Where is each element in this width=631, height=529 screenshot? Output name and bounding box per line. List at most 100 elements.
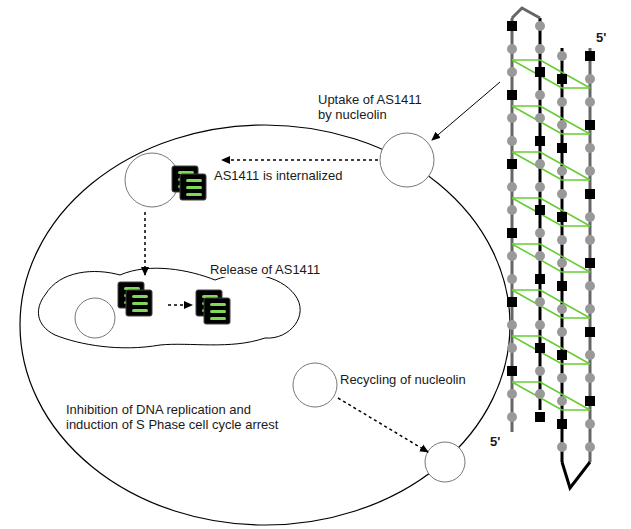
base-square (507, 90, 517, 100)
label-text: AS1411 is internalized (214, 168, 342, 183)
label-text: 5' (490, 434, 500, 449)
base-dot (557, 396, 567, 406)
nucleolus (75, 298, 115, 338)
base-dot (585, 350, 595, 360)
label-text: Inhibition of DNA replication and induct… (66, 402, 278, 432)
base-square (507, 228, 517, 238)
base-square (557, 143, 567, 153)
stroke (540, 244, 590, 272)
base-dot (507, 389, 517, 399)
stroke (562, 179, 590, 181)
base-dot (557, 166, 567, 176)
vesicle (425, 442, 465, 482)
base-dot (535, 228, 545, 238)
stroke (512, 152, 562, 180)
base-square (507, 297, 517, 307)
aptamer-block (180, 174, 206, 200)
nucleus-outline (38, 268, 300, 348)
vesicle (125, 153, 179, 207)
step-label: Recycling of nucleolin (340, 372, 490, 387)
label-text: Recycling of nucleolin (340, 372, 466, 387)
base-square (557, 212, 567, 222)
cell-outline (20, 125, 510, 525)
stroke (562, 133, 590, 135)
stroke (512, 381, 540, 383)
base-square (507, 21, 517, 31)
quartet-bar (186, 179, 202, 182)
base-dot (557, 120, 567, 130)
label-text: Release of AS1411 (210, 262, 320, 277)
stroke (512, 382, 562, 410)
base-dot (585, 281, 595, 291)
stroke (512, 197, 540, 199)
base-dot (557, 97, 567, 107)
dotted-arrow (168, 304, 192, 306)
step-label: AS1411 is internalized (214, 168, 384, 183)
dotted-arrow (338, 398, 428, 452)
base-square (557, 419, 567, 429)
stroke (562, 87, 590, 89)
base-dot (507, 251, 517, 261)
label-text: 5' (596, 30, 606, 45)
stroke (512, 106, 562, 134)
stroke (562, 271, 590, 273)
base-square (535, 343, 545, 353)
base-square (557, 350, 567, 360)
base-dot (507, 67, 517, 77)
quartet-bar (210, 317, 226, 320)
base-square (535, 136, 545, 146)
stroke (562, 225, 590, 227)
quartet-bar (210, 310, 226, 313)
base-dot (557, 235, 567, 245)
base-dot (557, 442, 567, 452)
base-dot (557, 189, 567, 199)
base-dot (557, 51, 567, 61)
g-quadruplex (507, 8, 595, 488)
aptamer-block (204, 298, 230, 324)
base-dot (585, 442, 595, 452)
base-dot (535, 366, 545, 376)
base-dot (585, 74, 595, 84)
quartet-bar (132, 302, 148, 305)
base-dot (507, 113, 517, 123)
vesicle (380, 133, 434, 187)
base-square (557, 74, 567, 84)
stroke (512, 8, 540, 18)
base-dot (585, 235, 595, 245)
base-square (585, 51, 595, 61)
stroke (540, 106, 590, 134)
base-square (507, 366, 517, 376)
stroke (562, 363, 590, 365)
stroke (540, 198, 590, 226)
base-square (557, 281, 567, 291)
stroke (540, 152, 590, 180)
base-dot (507, 320, 517, 330)
stroke (512, 105, 540, 107)
base-dot (507, 182, 517, 192)
step-label: Release of AS1411 (210, 262, 360, 277)
base-dot (585, 373, 595, 383)
strand-end-label: 5' (596, 30, 606, 45)
base-dot (535, 113, 545, 123)
base-dot (535, 320, 545, 330)
base-dot (585, 304, 595, 314)
base-square (535, 412, 545, 422)
base-dot (585, 97, 595, 107)
base-dot (557, 304, 567, 314)
base-dot (585, 166, 595, 176)
base-square (535, 67, 545, 77)
base-square (585, 327, 595, 337)
arrow (432, 82, 500, 140)
base-dot (535, 389, 545, 399)
stroke (512, 289, 540, 291)
stroke (562, 409, 590, 411)
quartet-bar (186, 186, 202, 189)
quartet-bar (186, 193, 202, 196)
base-dot (535, 21, 545, 31)
base-square (535, 274, 545, 284)
base-square (585, 396, 595, 406)
base-dot (535, 90, 545, 100)
base-square (507, 159, 517, 169)
base-dot (557, 327, 567, 337)
base-square (585, 258, 595, 268)
